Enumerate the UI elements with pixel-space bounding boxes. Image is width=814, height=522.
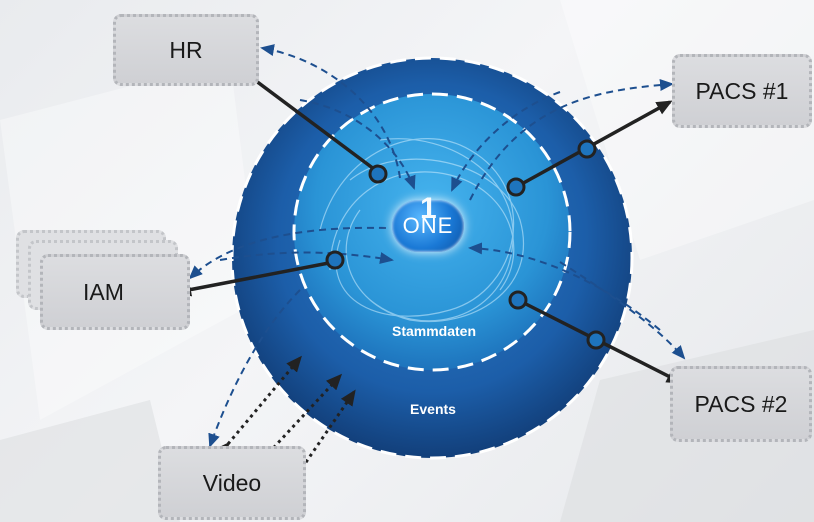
endpoint-pacs2-inner (508, 290, 528, 310)
connector-endpoints (325, 139, 606, 350)
flow-iam-to-one (219, 251, 394, 265)
flow-one-to-pacs1 (469, 79, 674, 201)
connector-hr (241, 70, 380, 174)
endpoint-iam (325, 250, 345, 270)
endpoint-hr (368, 164, 388, 184)
connector-iam (175, 260, 335, 297)
endpoint-pacs2-outer (586, 330, 606, 350)
node-iam: IAM (40, 254, 190, 330)
node-pacs1: PACS #1 (672, 54, 812, 128)
node-hr: HR (113, 14, 259, 86)
swirl-pattern (319, 137, 525, 322)
endpoint-pacs1-outer (577, 139, 597, 159)
one-logo-text: ONE (402, 213, 454, 238)
video-stream-2 (250, 373, 343, 473)
one-logo: ONE (392, 200, 464, 252)
node-video: Video (158, 446, 306, 520)
video-streams (214, 355, 356, 473)
stammdaten-label: Stammdaten (391, 323, 477, 339)
flow-hr-to-one (299, 99, 416, 190)
flow-pacs2-to-one (468, 242, 661, 331)
node-pacs2: PACS #2 (670, 366, 812, 442)
video-stream-3 (300, 389, 356, 469)
events-label: Events (410, 401, 456, 417)
flow-pacs1-to-one (451, 91, 561, 192)
flow-one-to-iam (188, 226, 387, 280)
one-logo-digit: 1 (420, 192, 437, 225)
endpoint-pacs1-inner (506, 177, 526, 197)
